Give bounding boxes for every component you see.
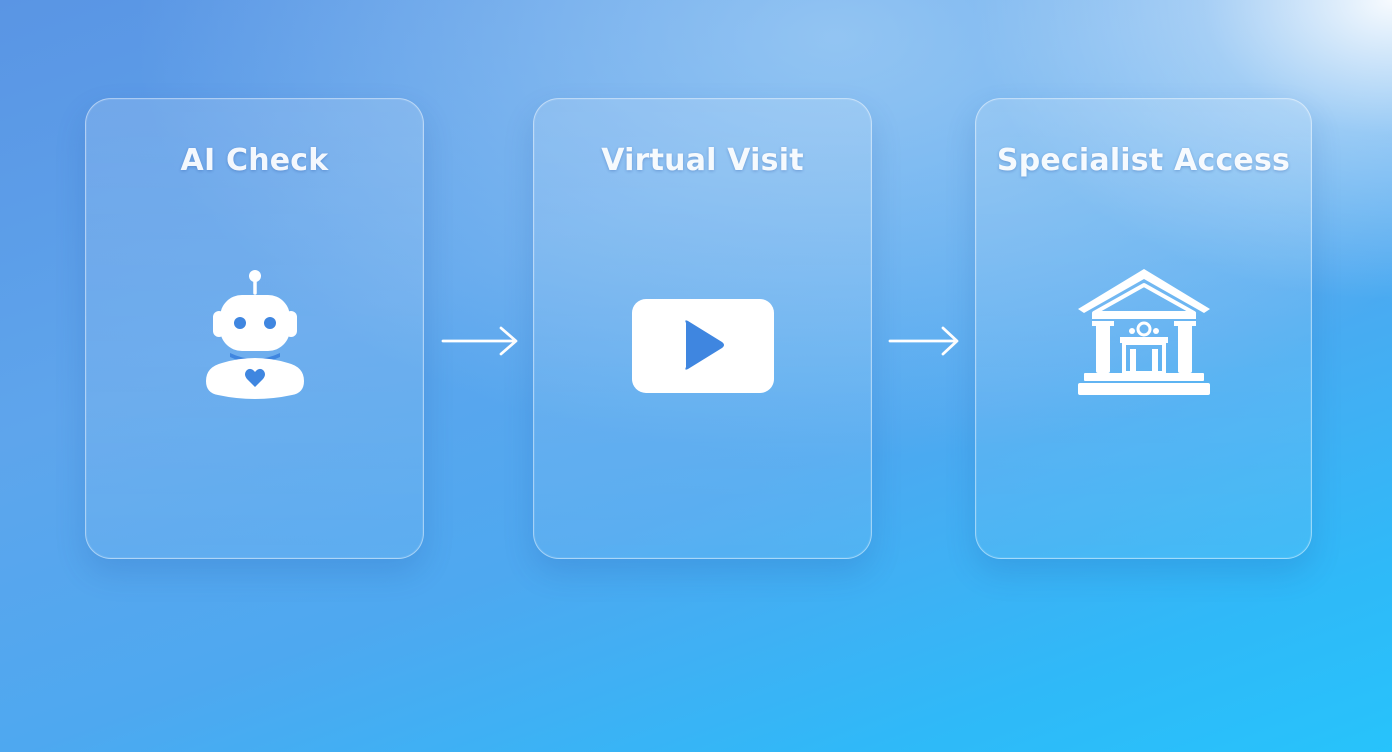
step-title: Specialist Access	[996, 143, 1291, 178]
institution-building-icon	[1077, 269, 1210, 395]
video-play-icon	[631, 299, 774, 393]
robot-icon	[205, 270, 304, 399]
arrow-right-icon	[441, 326, 518, 356]
step-card-virtual-visit: Virtual Visit	[533, 98, 872, 559]
arrow-right-icon	[888, 326, 959, 356]
step-card-ai-check: AI Check	[85, 98, 424, 559]
step-card-specialist-access: Specialist Access	[975, 98, 1312, 559]
step-title: AI Check	[180, 143, 329, 178]
step-title: Virtual Visit	[601, 143, 804, 178]
